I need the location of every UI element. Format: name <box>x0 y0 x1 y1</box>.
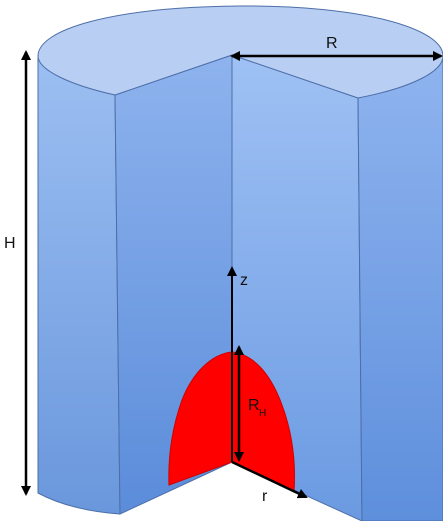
z-axis-label: z <box>240 272 248 289</box>
cylinder-outer-side-left <box>37 56 121 515</box>
hotspot-region-right <box>231 351 295 493</box>
hotspot-region-left <box>168 351 233 486</box>
hotspot-radius-label-subscript: H <box>259 408 266 419</box>
height-label: H <box>4 235 16 252</box>
hotspot-radius-label: R <box>248 397 260 414</box>
r-axis-label: r <box>262 488 268 505</box>
radius-label: R <box>326 35 338 52</box>
r-axis-arrow <box>231 460 308 499</box>
cylinder-outer-side-right <box>357 55 443 521</box>
